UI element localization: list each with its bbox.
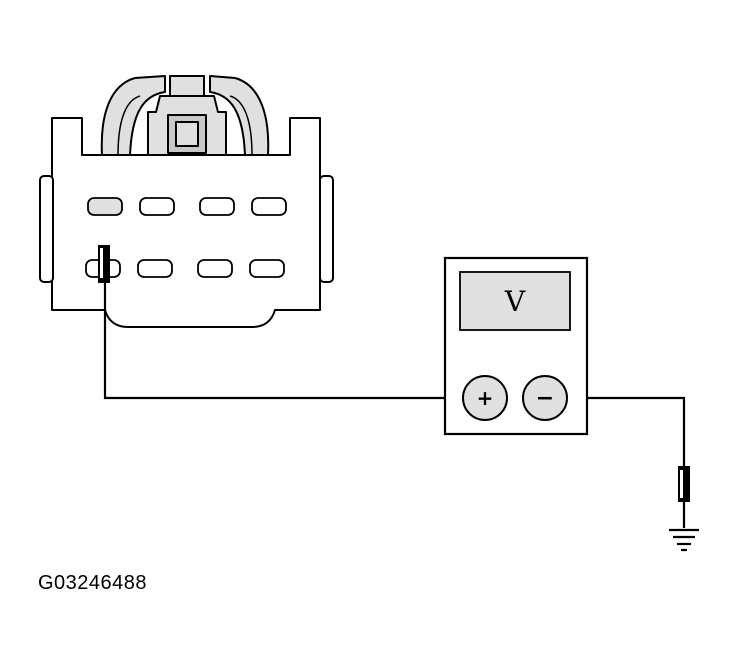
negative-symbol: − [536,386,554,411]
terminal-cavity [139,197,175,216]
voltmeter-display [459,271,571,331]
terminal-cavity [249,259,285,278]
figure-id-label: G03246488 [38,572,148,594]
connector-lock-tab [100,75,270,156]
terminal-row-top [87,197,287,216]
test-leads [103,283,686,468]
positive-terminal-jack [462,375,508,421]
terminal-cavity [197,259,233,278]
positive-probe [98,245,110,283]
voltmeter-unit-label: V [504,285,526,318]
voltmeter: V + − [443,256,589,436]
negative-probe [678,466,690,528]
positive-lead-wire [103,283,462,400]
connector [39,75,334,328]
connector-right-ear [319,175,334,283]
terminal-cavity [137,259,173,278]
positive-symbol: + [477,386,494,410]
terminal-cavity [251,197,287,216]
terminal-cavity [87,197,123,216]
terminal-row-bottom [85,259,285,278]
ground-icon [669,528,699,552]
connector-left-ear [39,175,54,283]
terminal-cavity [199,197,235,216]
negative-terminal-jack [522,375,568,421]
negative-lead-wire [568,396,686,468]
